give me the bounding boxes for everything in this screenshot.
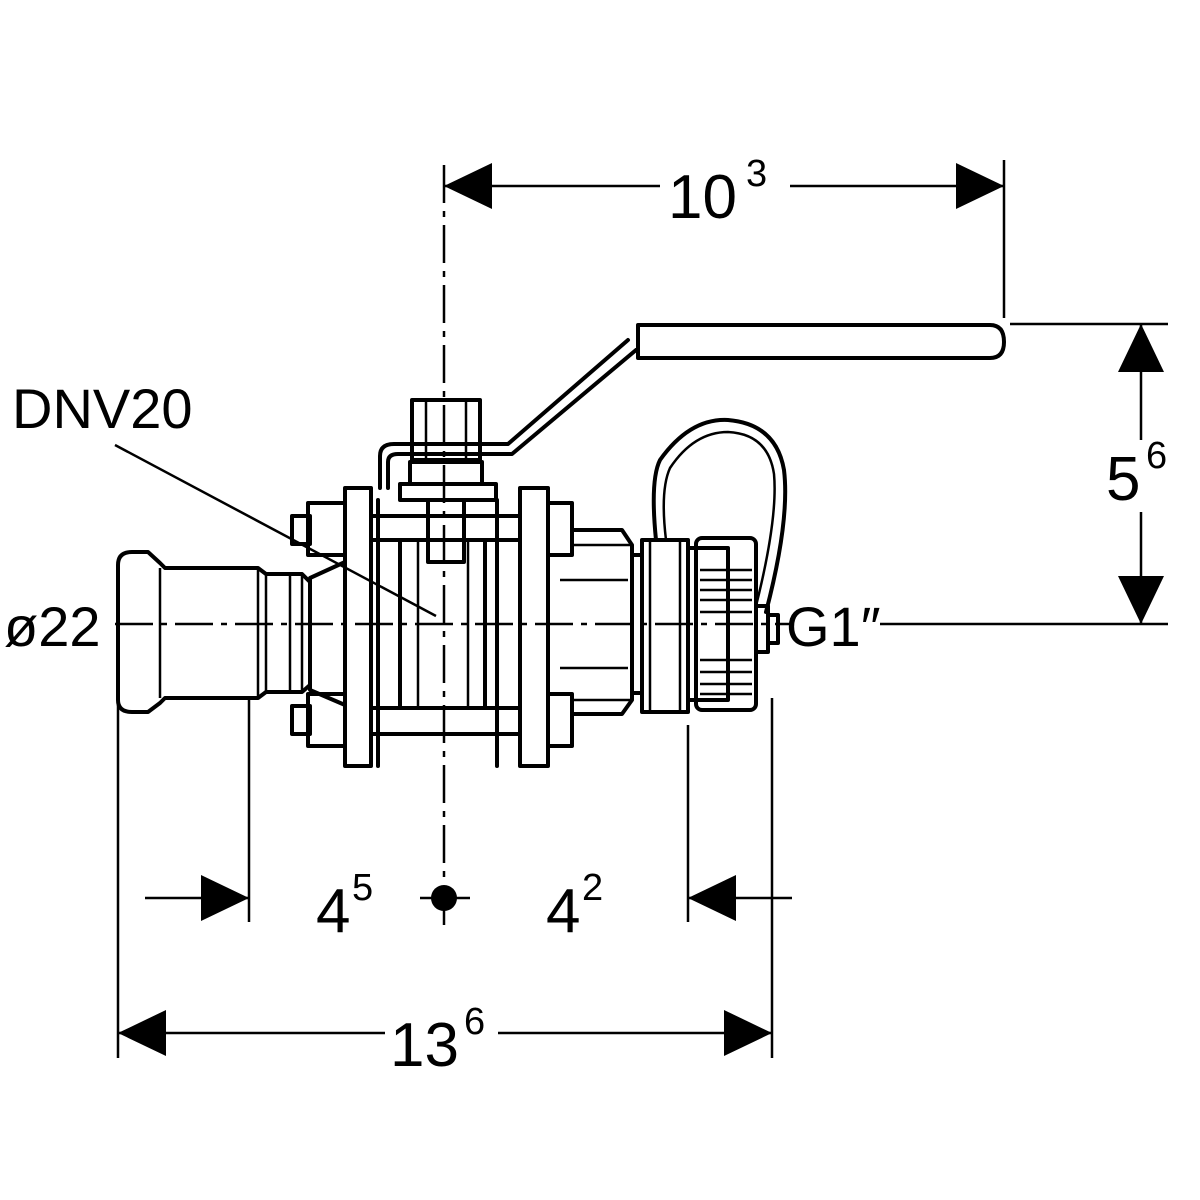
dim-inlet-length-value: 4 xyxy=(316,877,350,946)
dim-inlet-length-sup: 5 xyxy=(352,867,373,909)
dim-overall-length-value: 13 xyxy=(390,1011,459,1080)
cap-retaining-wire xyxy=(651,417,788,614)
flange-left xyxy=(343,486,373,768)
dim-outlet-length xyxy=(686,725,792,922)
flange-right xyxy=(518,486,550,768)
handle-grip xyxy=(636,323,1006,360)
dim-handle-height-value: 5 xyxy=(1106,445,1140,514)
dim-handle-height-sup: 6 xyxy=(1146,435,1167,477)
dim-overall-length xyxy=(116,698,774,1058)
dim-handle-length-sup: 3 xyxy=(746,153,767,195)
valve-handle xyxy=(378,338,638,490)
dim-overall-length-sup: 6 xyxy=(464,1001,485,1043)
union-hex xyxy=(570,528,634,716)
dim-handle-length-value: 10 xyxy=(668,163,737,232)
dnv20-leader xyxy=(114,443,437,618)
dim-outlet-length-sup: 2 xyxy=(582,867,603,909)
dim-inlet-length xyxy=(145,698,470,922)
dim-handle-height xyxy=(1010,322,1168,624)
label-type: DNV20 xyxy=(12,377,193,440)
dim-handle-length xyxy=(444,160,1006,318)
valve-body xyxy=(116,323,1006,768)
press-fitting-inlet xyxy=(116,550,312,714)
stem-nut xyxy=(410,398,482,462)
label-outlet-thread: G1″ xyxy=(786,595,881,658)
label-inlet-diameter: ø22 xyxy=(4,595,101,658)
dim-outlet-length-value: 4 xyxy=(546,877,580,946)
